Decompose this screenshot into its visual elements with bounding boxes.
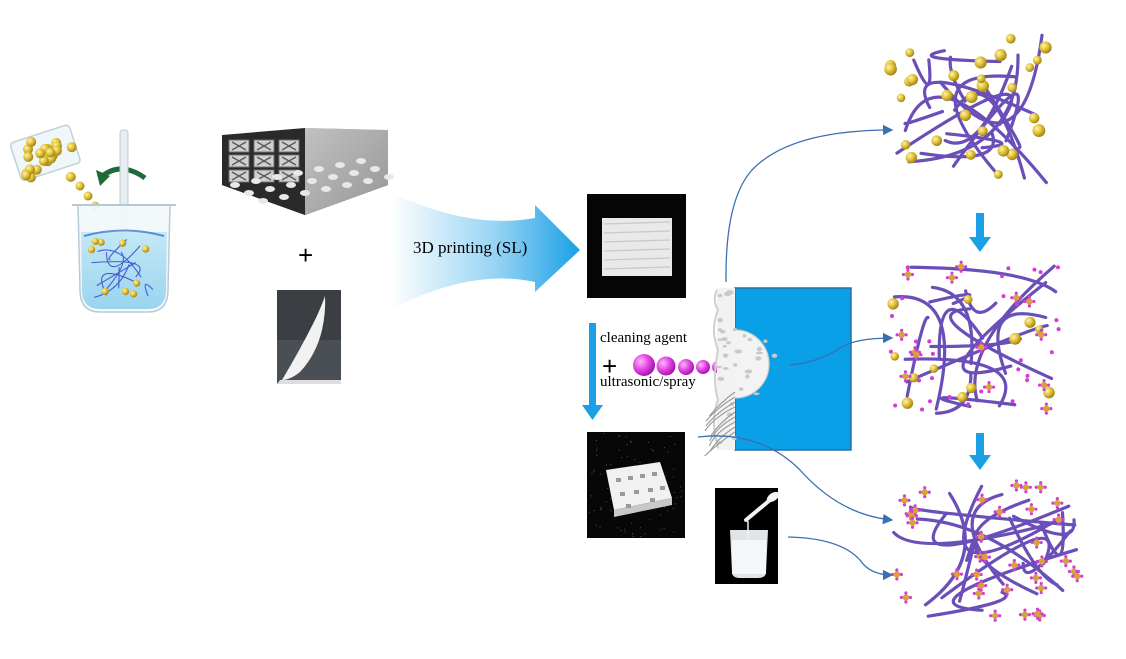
ultrasonic-spray-label: ultrasonic/spray: [600, 374, 696, 390]
polymer-network-icon: [884, 33, 1052, 185]
resin-paste-photo: [277, 290, 341, 384]
printed-block-photo: [587, 194, 686, 298]
cleaning-agent-label: cleaning agent: [600, 330, 688, 346]
slurry-photo: [715, 488, 780, 584]
network-stage-arrows: [969, 213, 991, 470]
plus-sign: +: [602, 351, 618, 381]
beaker-pouring-icon: [9, 124, 176, 313]
lattice-model-icon: [222, 128, 394, 215]
cleaning-process-arrow: [582, 323, 603, 420]
surface-cleaning-diagram: [704, 287, 852, 457]
printing-label: 3D printing (SL): [413, 238, 528, 257]
polymer-network-icon: [887, 260, 1061, 415]
printing-beam-arrow: [390, 192, 580, 310]
connector-lines: [697, 124, 894, 581]
cleaned-part-photo: [587, 432, 685, 538]
polymer-network-icon: [890, 479, 1084, 622]
plus-sign: +: [298, 240, 314, 270]
